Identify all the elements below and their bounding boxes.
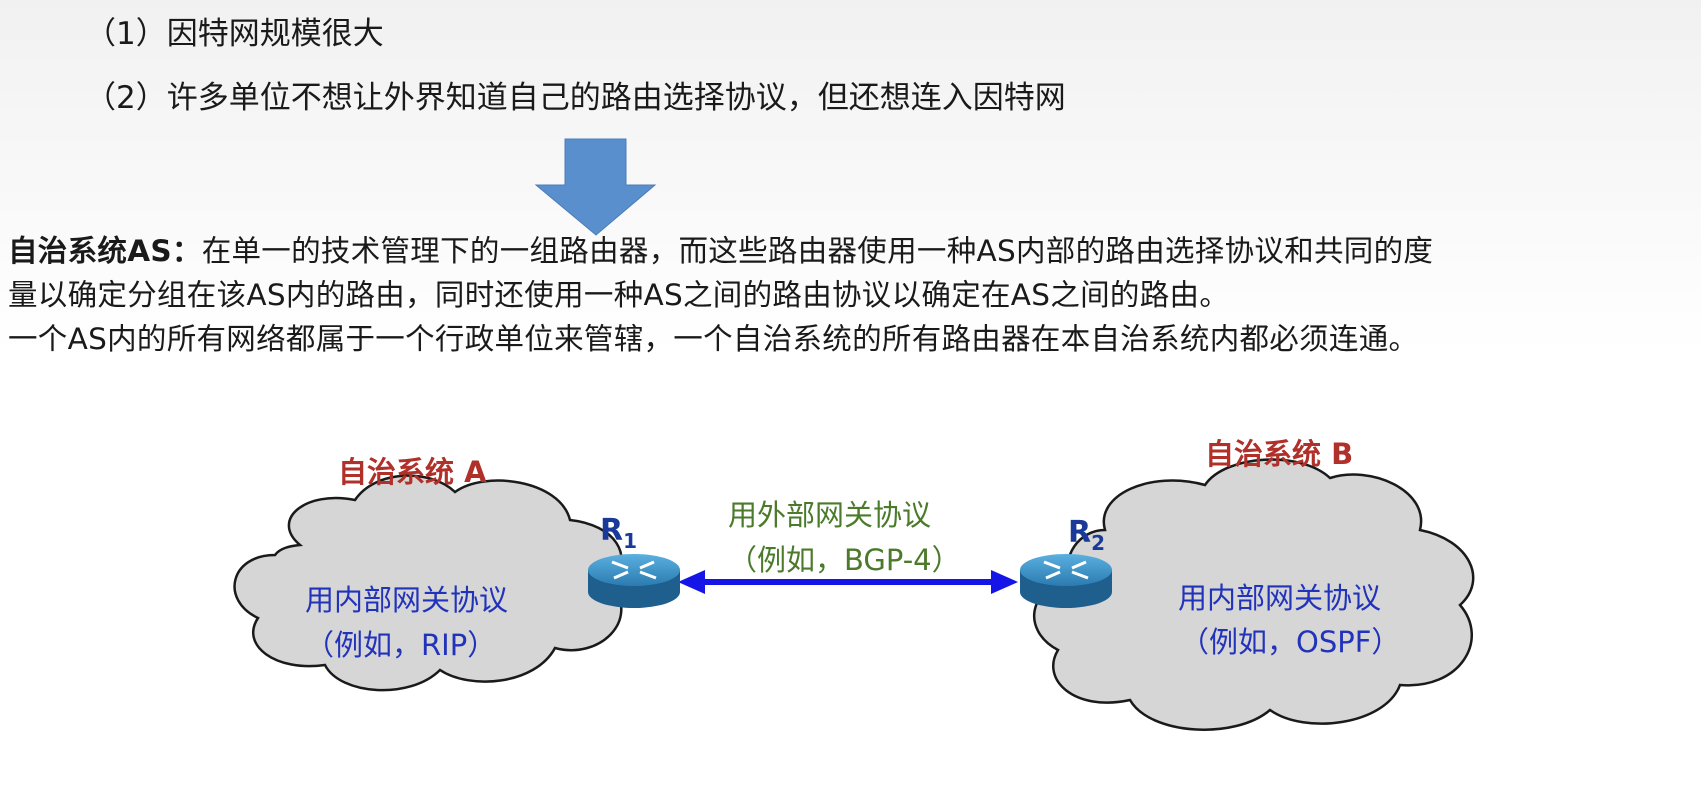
router-r2-label: R2 bbox=[1068, 515, 1105, 555]
double-arrow-icon bbox=[678, 570, 1018, 594]
reason-2: （2）许多单位不想让外界知道自己的路由选择协议，但还想连入因特网 bbox=[85, 80, 1066, 116]
down-arrow-icon bbox=[534, 138, 657, 236]
as-b-protocol-line-1: 用内部网关协议 bbox=[1178, 581, 1381, 615]
as-b-title: 自治系统 B bbox=[1205, 437, 1353, 471]
reason-1: （1）因特网规模很大 bbox=[85, 16, 384, 52]
link-protocol-line-1: 用外部网关协议 bbox=[728, 498, 931, 532]
router-icon-r1 bbox=[588, 554, 680, 608]
cloud-icon-as-a bbox=[233, 474, 623, 692]
definition-line-2: 量以确定分组在该AS内的路由，同时还使用一种AS之间的路由协议以确定在AS之间的… bbox=[8, 278, 1230, 312]
as-a-protocol-line-1: 用内部网关协议 bbox=[305, 583, 508, 617]
as-a-title: 自治系统 A bbox=[338, 455, 487, 489]
definition-line-1-text: 在单一的技术管理下的一组路由器，而这些路由器使用一种AS内部的路由选择协议和共同… bbox=[201, 234, 1434, 268]
definition-line-3: 一个AS内的所有网络都属于一个行政单位来管辖，一个自治系统的所有路由器在本自治系… bbox=[8, 322, 1419, 356]
as-a-protocol-line-2: （例如，RIP） bbox=[305, 628, 496, 662]
router-icon-r2 bbox=[1020, 554, 1112, 608]
cloud-icon-as-b bbox=[1032, 458, 1475, 731]
link-protocol-line-2: （例如，BGP-4） bbox=[728, 543, 961, 577]
definition-line-1: 自治系统AS：在单一的技术管理下的一组路由器，而这些路由器使用一种AS内部的路由… bbox=[8, 228, 1433, 270]
as-b-protocol-line-2: （例如，OSPF） bbox=[1180, 625, 1400, 659]
definition-term: 自治系统AS： bbox=[8, 234, 202, 268]
router-r1-label: R1 bbox=[600, 513, 637, 553]
